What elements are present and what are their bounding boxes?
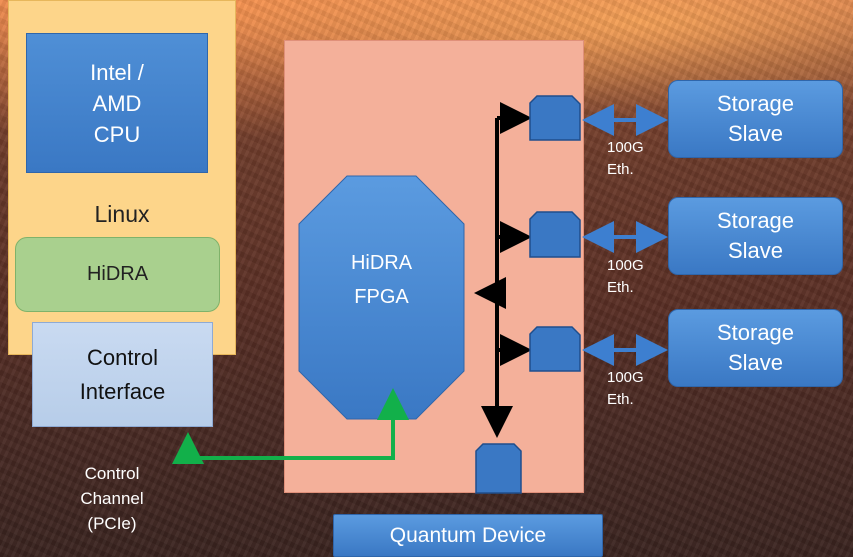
port-quantum bbox=[475, 443, 522, 494]
port-mid bbox=[529, 211, 581, 258]
link-label-1: 100G Eth. bbox=[607, 139, 644, 178]
fpga-label: HiDRA FPGA bbox=[350, 252, 413, 308]
os-label: Linux bbox=[94, 200, 150, 227]
port-top bbox=[529, 95, 581, 141]
storage-slave-2: Storage Slave bbox=[668, 197, 843, 275]
control-interface-block: Control Interface bbox=[32, 322, 213, 427]
quantum-device-block: Quantum Device bbox=[333, 514, 603, 557]
storage-slave-3: Storage Slave bbox=[668, 309, 843, 387]
control-channel-label: Control Channel (PCIe) bbox=[80, 463, 144, 533]
hidra-software-block: HiDRA bbox=[15, 237, 220, 312]
port-low bbox=[529, 326, 581, 372]
fpga-octagon-shape bbox=[298, 175, 465, 420]
link-label-3: 100G Eth. bbox=[607, 369, 644, 408]
cpu-block: Intel / AMD CPU bbox=[26, 33, 208, 173]
link-label-2: 100G Eth. bbox=[607, 257, 644, 296]
control-channel-arrow bbox=[172, 400, 395, 464]
storage-slave-1: Storage Slave bbox=[668, 80, 843, 158]
